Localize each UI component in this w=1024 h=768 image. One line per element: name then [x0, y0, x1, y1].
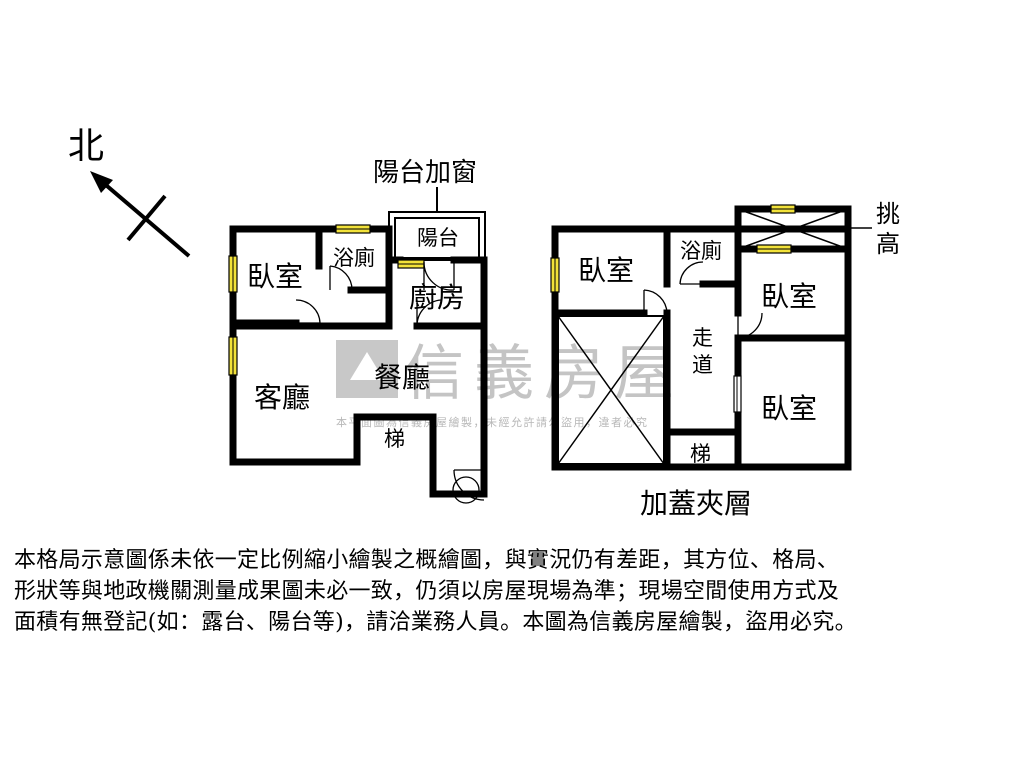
watermark-brand: 信義房屋 [404, 339, 684, 409]
room-living-label: 客廳 [254, 381, 310, 414]
f2-room-bedroom-right-top-label: 臥室 [761, 280, 817, 313]
entrance-knob-icon [452, 476, 480, 504]
disclaimer-line: 面積有無登記(如：露台、陽台等)，請洽業務人員。本圖為信義房屋繪製，盜用必究。 [14, 610, 857, 635]
disclaimer-line: 形狀等與地政機關測量成果圖未必一致，仍須以房屋現場為準；現場空間使用方式及 [14, 579, 840, 604]
f2-corridor-label-2: 道 [692, 353, 713, 377]
f2-room-stairs-label: 梯 [690, 442, 711, 466]
f2-room-bedroom-left-label: 臥室 [578, 254, 634, 287]
room-kitchen-label: 廚房 [409, 281, 465, 314]
floor-plan-diagram: 北 信義房屋 本平面圖為信義房屋繪製，未經允許請勿盜用，違者必究 陽台加窗 [68, 126, 900, 520]
door-f2-bath-icon [679, 261, 704, 285]
open-void-frame [557, 315, 665, 465]
window-bedroom [228, 255, 238, 293]
north-label: 北 [68, 126, 104, 167]
f2-high-ceiling-label-2: 高 [876, 230, 900, 258]
window-f2-bedroom-left [550, 257, 560, 293]
floor-1-plan: 陽台加窗 [228, 158, 488, 504]
window-f2-high-ceiling [770, 204, 796, 214]
disclaimer: 本格局示意圖係未依一定比例縮小繪製之概繪圖，與實況仍有差距，其方位、格局、 形狀… [14, 545, 1014, 638]
balcony-window-inner [394, 217, 480, 259]
door-bath-icon [329, 265, 353, 291]
door-bedroom-icon [295, 299, 321, 324]
window-living [228, 336, 238, 376]
f2-room-bedroom-right-bottom-label: 臥室 [761, 392, 817, 425]
door-balcony-icon [423, 261, 455, 291]
watermark-logo-roof-icon [350, 352, 384, 380]
room-bedroom-label: 臥室 [247, 260, 303, 293]
window-kitchen [397, 259, 425, 269]
floor-2-title: 加蓋夾層 [640, 487, 752, 520]
room-balcony-label: 陽台 [417, 226, 459, 250]
door-f2-bedroom-icon [643, 289, 668, 314]
room-bathroom-label: 浴廁 [333, 246, 375, 270]
floor-2-plan: 挑 高 臥室 浴廁 臥室 走 道 臥室 梯 加蓋夾層 [550, 200, 900, 520]
high-ceiling-x2 [737, 208, 849, 250]
north-compass: 北 [68, 126, 191, 258]
f2-corridor-label-1: 走 [692, 326, 713, 350]
watermark: 信義房屋 本平面圖為信義房屋繪製，未經允許請勿盜用，違者必究 [336, 339, 684, 429]
door-kitchen-icon [416, 299, 442, 327]
north-arrowhead-icon [90, 171, 113, 193]
room-stairs-label: 梯 [384, 427, 405, 451]
window-f2-corridor [733, 375, 742, 413]
door-entrance-icon [453, 469, 485, 501]
window-bath [335, 224, 371, 234]
f2-high-ceiling-label-1: 挑 [876, 200, 900, 228]
floor-2-outer-wall [551, 225, 852, 471]
balcony-note-label: 陽台加窗 [373, 158, 477, 188]
f2-room-bathroom-label: 浴廁 [680, 239, 722, 263]
door-f2-bedroom-right-icon [737, 312, 763, 339]
window-f2-bedroom-right [756, 244, 792, 254]
open-void-x2 [557, 315, 665, 465]
disclaimer-line: 本格局示意圖係未依一定比例縮小繪製之概繪圖，與實況仍有差距，其方位、格局、 [14, 548, 840, 573]
compass-crossbar [126, 194, 167, 242]
room-dining-label: 餐廳 [374, 361, 430, 394]
